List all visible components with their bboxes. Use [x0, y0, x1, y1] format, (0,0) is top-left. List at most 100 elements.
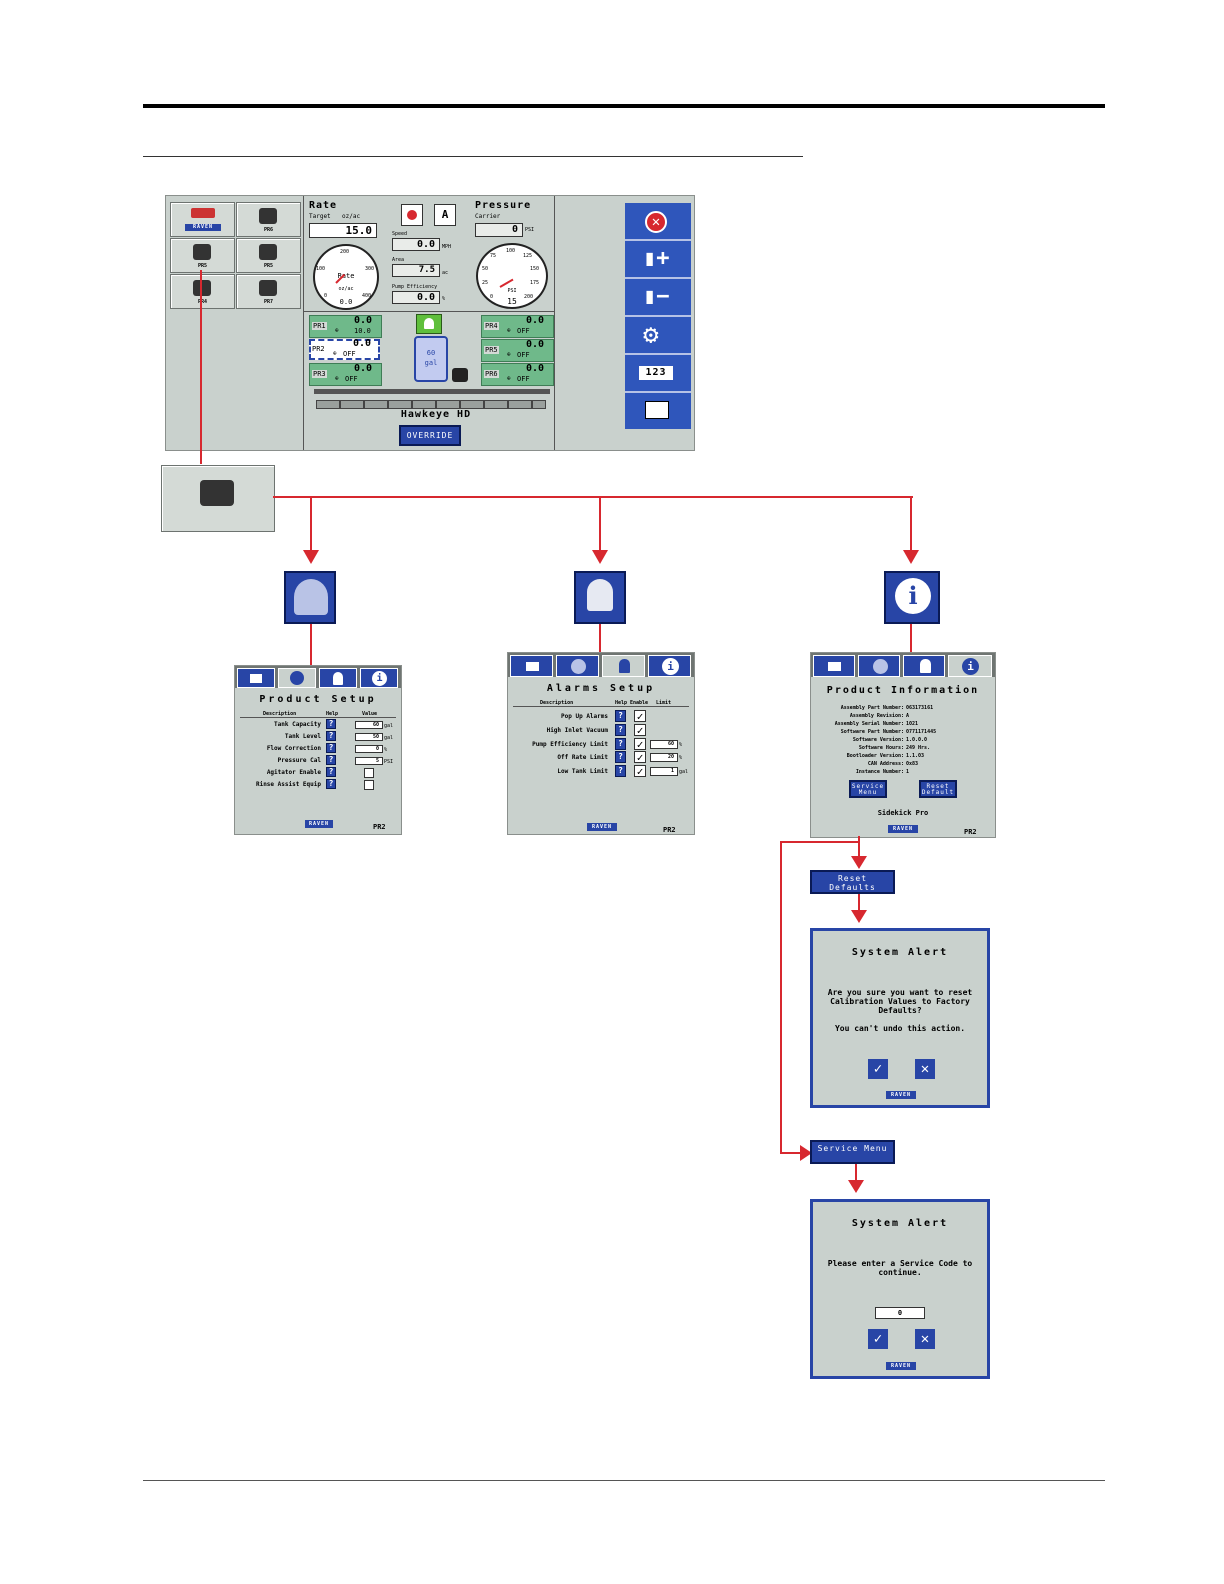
bell-icon [587, 579, 613, 611]
confirm-button[interactable]: ✓ [868, 1059, 888, 1079]
tab-info[interactable]: i [360, 668, 398, 688]
help-button[interactable]: ? [615, 738, 626, 750]
alert-message: Are you sure you want to reset Calibrati… [827, 988, 973, 1015]
unit: % [679, 742, 683, 748]
remove-product-icon: ▮− [643, 284, 670, 309]
screen-title: Product Information [826, 685, 980, 696]
tab-info[interactable]: i [948, 655, 992, 677]
confirm-button[interactable]: ✓ [868, 1329, 888, 1349]
low-tank-checkbox[interactable]: ✓ [634, 765, 646, 777]
help-button[interactable]: ? [326, 719, 336, 729]
col-enable: Enable [630, 700, 649, 706]
help-button[interactable]: ? [615, 765, 626, 777]
help-button[interactable]: ? [326, 755, 336, 765]
service-menu-button[interactable]: Service Menu [849, 780, 887, 798]
low-tank-limit-field[interactable]: 1 [650, 767, 678, 776]
off-rate-limit-field[interactable]: 20 [650, 753, 678, 762]
pop-up-alarms-checkbox[interactable]: ✓ [634, 710, 646, 722]
alarm-bell-button[interactable] [416, 314, 442, 334]
rinse-assist-checkbox[interactable] [364, 780, 374, 790]
product-rate: 0.0 [526, 315, 545, 326]
cancel-button[interactable]: ✕ [915, 1059, 935, 1079]
product-id: PR5 [484, 346, 499, 354]
tank-capacity-field[interactable]: 60 [355, 721, 383, 729]
help-button[interactable]: ? [326, 731, 336, 741]
col-description: Description [540, 700, 574, 706]
product-tile-raven[interactable]: RAVEN [170, 202, 235, 237]
auto-mode-button[interactable]: A [434, 204, 456, 226]
product-status-pr5[interactable]: PR5 0.0 ⊕ OFF [481, 339, 554, 362]
raven-badge: RAVEN [185, 224, 221, 231]
product-id: PR2 [373, 823, 386, 831]
product-tile-4[interactable]: PR5 [236, 238, 301, 273]
raven-badge: RAVEN [587, 823, 617, 831]
tank-graphic: 60 gal [414, 336, 448, 382]
override-button[interactable]: OVERRIDE [399, 425, 461, 446]
flow-correction-field[interactable]: 0 [355, 745, 383, 753]
product-status-pr6[interactable]: PR6 0.0 ⊕ OFF [481, 363, 554, 386]
settings-button[interactable]: ⚙ [625, 317, 691, 355]
cancel-button[interactable]: ✕ [915, 1329, 935, 1349]
product-id: PR1 [312, 322, 327, 330]
tab-product-setup[interactable] [556, 655, 599, 677]
alert-message: Please enter a Service Code to continue. [827, 1259, 973, 1277]
tab-alarms[interactable] [602, 655, 645, 677]
product-id: PR3 [312, 370, 327, 378]
high-inlet-vacuum-checkbox[interactable]: ✓ [634, 724, 646, 736]
carrier-value: 0 [475, 223, 523, 237]
tab-product-control[interactable] [237, 668, 275, 688]
product-tile-5[interactable]: PR4 [170, 274, 235, 309]
system-alert-reset-dialog: System Alert Are you sure you want to re… [810, 928, 990, 1108]
reset-default-button[interactable]: Reset Default [919, 780, 957, 798]
pressure-cal-field[interactable]: 5 [355, 757, 383, 765]
product-setup-button[interactable] [284, 571, 336, 624]
product-tile-3[interactable]: PR5 [170, 238, 235, 273]
service-code-input[interactable]: 0 [875, 1307, 925, 1319]
agitator-enable-checkbox[interactable] [364, 768, 374, 778]
reset-defaults-button[interactable]: Reset Defaults [810, 870, 895, 894]
tank-chart-button[interactable] [625, 393, 691, 429]
add-product-button[interactable]: ▮+ [625, 241, 691, 279]
tile-label: PR7 [263, 299, 274, 305]
help-button[interactable]: ? [326, 743, 336, 753]
help-button[interactable]: ? [615, 724, 626, 736]
target-rate-field[interactable]: 15.0 [309, 223, 377, 238]
tab-product-control[interactable] [813, 655, 855, 677]
help-button[interactable]: ? [615, 710, 626, 722]
product-tile-2[interactable]: PR6 [236, 202, 301, 237]
help-button[interactable]: ? [326, 779, 336, 789]
product-setup-screen: i Product Setup Description Help Value T… [234, 665, 402, 835]
product-status-pr4[interactable]: PR4 0.0 ⊕ OFF [481, 315, 554, 338]
pump-efficiency-limit-field[interactable]: 60 [650, 740, 678, 749]
product-tile-selected[interactable] [161, 465, 275, 532]
counter-button[interactable]: 123 [625, 355, 691, 393]
tab-info[interactable]: i [648, 655, 691, 677]
info-value: 1 [906, 769, 910, 775]
raven-badge: RAVEN [888, 825, 918, 833]
tab-product-setup[interactable] [858, 655, 900, 677]
disable-button[interactable]: ✕ [625, 203, 691, 241]
help-button[interactable]: ? [326, 767, 336, 777]
tab-product-control[interactable] [510, 655, 553, 677]
tab-product-setup[interactable] [278, 668, 316, 688]
record-button[interactable] [401, 204, 423, 226]
product-info-button[interactable]: i [884, 571, 940, 624]
off-rate-checkbox[interactable]: ✓ [634, 751, 646, 763]
setting-label: Pressure Cal [277, 757, 321, 764]
screen-title: Alarms Setup [546, 683, 656, 694]
alarms-setup-button[interactable] [574, 571, 626, 624]
psi-gauge-value: 15 [507, 297, 517, 306]
service-menu-button-2[interactable]: Service Menu [810, 1140, 895, 1164]
tab-alarms[interactable] [903, 655, 945, 677]
info-label: Software Hours: [858, 745, 904, 751]
product-status-pr2[interactable]: PR2 0.0 ⊕ OFF [309, 338, 380, 360]
remove-product-button[interactable]: ▮− [625, 279, 691, 317]
product-status-pr3[interactable]: PR3 0.0 ⊕ OFF [309, 363, 382, 386]
tank-level-field[interactable]: 50 [355, 733, 383, 741]
help-button[interactable]: ? [615, 751, 626, 763]
product-status-pr1[interactable]: PR1 0.0 ⊕ 10.0 [309, 315, 382, 338]
rate-tick: 400 [362, 293, 372, 299]
tab-alarms[interactable] [319, 668, 357, 688]
product-tile-6[interactable]: PR7 [236, 274, 301, 309]
pump-efficiency-checkbox[interactable]: ✓ [634, 738, 646, 750]
